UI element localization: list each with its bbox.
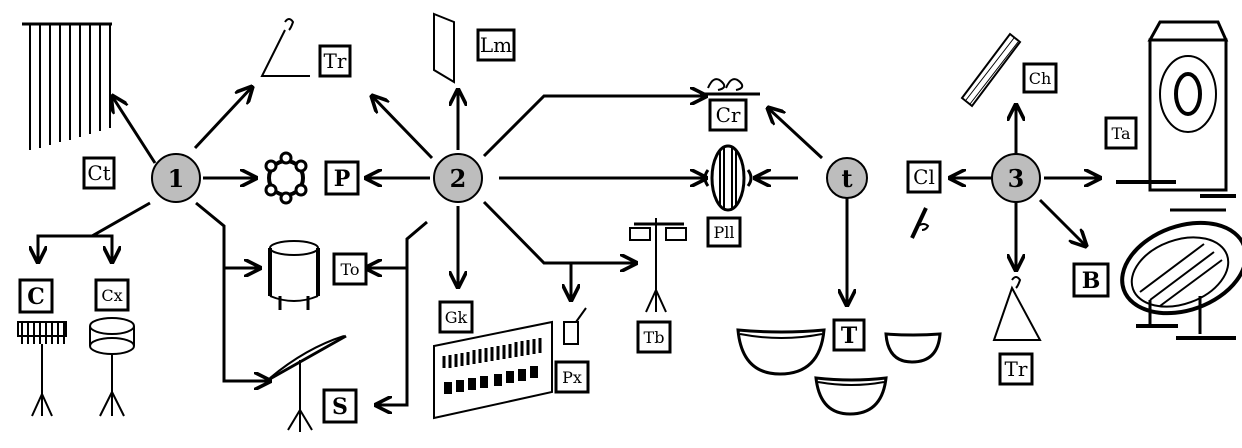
- suspended-cymbal-icon: [267, 334, 347, 432]
- arrow-1-to-to: [195, 201, 260, 268]
- label-tr-top-text: Tr: [324, 49, 347, 73]
- label-c: C: [18, 278, 54, 314]
- label-cl: Cl: [906, 160, 942, 194]
- label-t: T: [832, 318, 866, 352]
- label-cl-text: Cl: [913, 165, 935, 189]
- hub-3-label: 3: [1008, 164, 1025, 193]
- thunder-sheet-icon: [433, 12, 455, 84]
- arrow-2-to-s: [376, 268, 409, 405]
- label-to: To: [332, 252, 368, 286]
- snare-drum-icon: [89, 317, 135, 417]
- label-tb-text: Tb: [644, 328, 665, 347]
- label-ta-text: Ta: [1112, 124, 1131, 143]
- label-pll-text: Pll: [714, 223, 735, 242]
- arrow-2-to-to: [366, 220, 428, 268]
- arrow-2-to-tr: [372, 96, 434, 160]
- label-tb: Tb: [636, 320, 672, 354]
- tambourine-icon: [264, 151, 308, 205]
- label-tr-bottom-text: Tr: [1005, 357, 1028, 381]
- label-b-text: B: [1082, 268, 1101, 294]
- arrow-3-to-b: [1038, 198, 1086, 246]
- label-p-text: P: [334, 166, 351, 192]
- label-px-text: Px: [562, 368, 582, 387]
- label-ct-text: Ct: [87, 161, 110, 185]
- arrow-1-to-ct: [112, 96, 157, 164]
- label-s-text: S: [332, 394, 348, 420]
- hub-2-label: 2: [450, 164, 467, 193]
- arrow-1-to-tr: [193, 87, 252, 150]
- label-c-text: C: [27, 284, 45, 310]
- arrow-1-to-s: [222, 268, 270, 381]
- label-tr-bottom: Tr: [998, 352, 1034, 386]
- hub-t: t: [826, 157, 868, 199]
- arrow-1-to-c: [38, 201, 151, 262]
- hub-t-label: t: [841, 164, 852, 193]
- label-gk: Gk: [438, 300, 474, 334]
- temple-blocks-icon: [629, 218, 687, 313]
- hub-2: 2: [433, 153, 483, 203]
- label-lm-text: Lm: [480, 33, 512, 57]
- label-tr-top: Tr: [318, 44, 352, 78]
- label-boxes: Ct Tr Lm Cr Ch Ta P Pll: [18, 28, 1138, 424]
- label-to-text: To: [340, 260, 359, 279]
- chime-bar-icon: [960, 32, 1022, 108]
- label-pll: Pll: [706, 216, 742, 248]
- label-ta: Ta: [1104, 116, 1138, 150]
- label-px: Px: [554, 360, 590, 394]
- glockenspiel-stand-icon: [17, 321, 67, 417]
- hub-3: 3: [991, 153, 1041, 203]
- arrow-2-to-cr: [482, 96, 706, 158]
- label-b: B: [1072, 262, 1110, 298]
- tam-tam-icon: [1116, 20, 1236, 198]
- keyboard-glockenspiel-icon: [433, 320, 553, 420]
- label-ct: Ct: [82, 156, 116, 190]
- label-gk-text: Gk: [445, 308, 468, 327]
- label-cx: Cx: [94, 278, 130, 312]
- tom-tom-icon: [268, 240, 320, 310]
- crotales-icon: [700, 78, 760, 96]
- label-s: S: [322, 388, 358, 424]
- label-ch-text: Ch: [1029, 69, 1052, 88]
- label-cr-text: Cr: [716, 103, 741, 127]
- woodblock-icon: [563, 307, 587, 345]
- arrows: [38, 87, 1100, 405]
- claves-icon: [910, 207, 930, 239]
- label-lm: Lm: [476, 28, 516, 62]
- pictograms: [17, 12, 1242, 432]
- triangle-bottom-icon: [992, 276, 1042, 341]
- label-cx-text: Cx: [101, 286, 122, 305]
- hub-1: 1: [151, 153, 201, 203]
- label-cr: Cr: [708, 98, 748, 132]
- label-p: P: [324, 160, 360, 196]
- triangle-icon: [260, 18, 310, 77]
- arrow-1-to-cx: [92, 234, 112, 262]
- tubular-chimes-icon: [22, 22, 112, 150]
- bass-drum-icon: [1120, 208, 1242, 340]
- label-ch: Ch: [1022, 62, 1058, 94]
- hub-1-label: 1: [168, 164, 185, 193]
- timpani-icon: [736, 328, 942, 416]
- arrow-t-to-cr: [768, 108, 824, 160]
- clash-cymbals-icon: [703, 144, 753, 212]
- label-t-text: T: [841, 323, 858, 349]
- arrow-2-to-tb: [482, 200, 636, 263]
